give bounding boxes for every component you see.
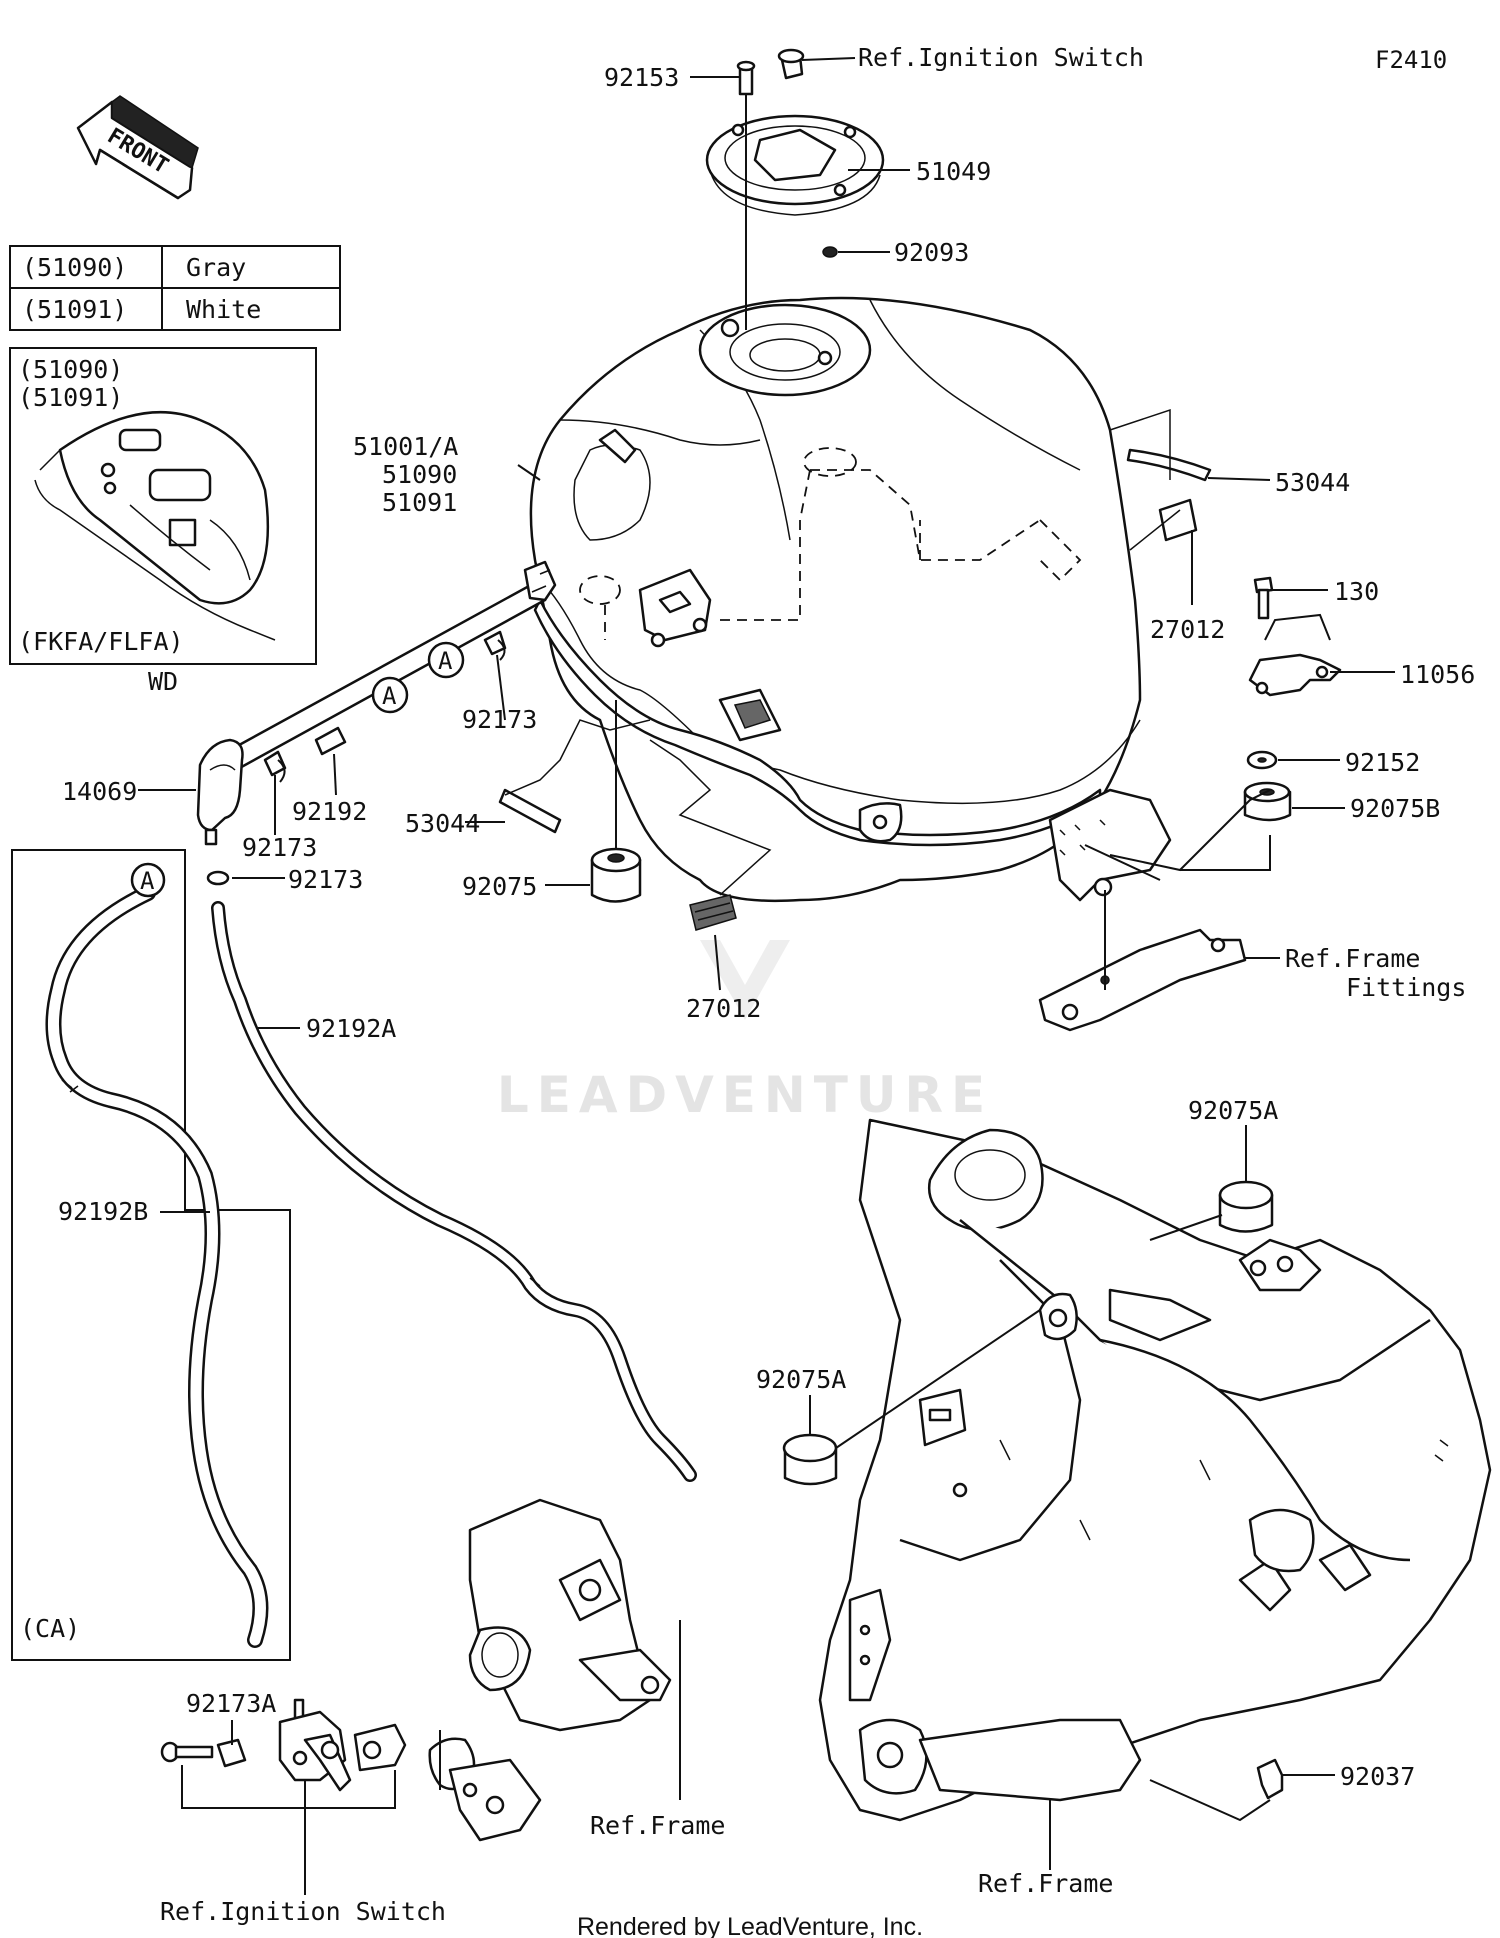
label-92153: 92153 <box>604 63 679 92</box>
callout-a-tank-letter: A <box>438 647 453 675</box>
label-92173-a: 92173 <box>462 705 537 734</box>
label-27012-right-part <box>1158 498 1198 542</box>
label-92037: 92037 <box>1340 1762 1415 1791</box>
valve-14069 <box>196 738 244 846</box>
label-ref-frame-fittings-1: Ref.Frame <box>1285 944 1420 973</box>
clamp-92173-a <box>483 630 507 661</box>
color-table-code-2: (51091) <box>22 295 127 324</box>
label-27012-right: 27012 <box>1150 615 1225 644</box>
watermark-text: LEADVENTURE <box>497 1066 993 1124</box>
label-51001a: 51001/A <box>353 432 458 461</box>
label-ref-frame-right: Ref.Frame <box>978 1869 1113 1898</box>
color-table-color-1: Gray <box>186 253 246 282</box>
leader-lines <box>138 57 1395 1895</box>
damper-92075a-top <box>1218 1180 1274 1233</box>
frame-head <box>428 1498 672 1842</box>
clamp-92173-b <box>263 750 287 783</box>
inset-wd: (51090) (51091) (FKFA/FLFA) WD <box>9 347 317 696</box>
label-92173-b: 92173 <box>242 833 317 862</box>
hose-92192a <box>211 901 697 1482</box>
label-92192b: 92192B <box>58 1197 148 1226</box>
hose-92192b <box>45 885 269 1648</box>
diagram-id: F2410 <box>1375 46 1447 74</box>
label-51091: 51091 <box>382 488 457 517</box>
strip-53044-right <box>1126 448 1212 482</box>
label-14069: 14069 <box>62 777 137 806</box>
label-51090: 51090 <box>382 460 457 489</box>
label-ref-frame-fittings-2: Fittings <box>1346 973 1466 1002</box>
bolt-130 <box>1253 576 1274 620</box>
callout-a-hose-letter: A <box>382 682 397 710</box>
bolt-ignition <box>160 1741 214 1763</box>
clamp-92173-c <box>206 870 230 886</box>
label-130: 130 <box>1334 577 1379 606</box>
damper-92075 <box>590 847 642 903</box>
frame-fittings <box>1038 928 1247 1032</box>
strip-53044-left <box>498 788 562 834</box>
label-92192a: 92192A <box>306 1014 396 1043</box>
callout-a-tank: A <box>427 641 465 679</box>
fuel-tank <box>529 296 1172 903</box>
color-table: (51090) Gray (51091) White <box>9 245 341 331</box>
label-92075: 92075 <box>462 872 537 901</box>
ignition-switch <box>278 1698 407 1792</box>
plug-ignition <box>777 48 805 80</box>
label-92192: 92192 <box>292 797 367 826</box>
inset-ca-variant: (CA) <box>20 1614 80 1643</box>
damper-92075b <box>1243 781 1292 822</box>
label-92173-c: 92173 <box>288 865 363 894</box>
callout-a-ca: A <box>130 862 166 898</box>
inset-wd-variant: (FKFA/FLFA) <box>18 627 184 656</box>
footer-credit: Rendered by LeadVenture, Inc. <box>577 1913 923 1938</box>
filler-cap <box>705 114 885 216</box>
label-92075b: 92075B <box>1350 794 1440 823</box>
label-ref-frame-left: Ref.Frame <box>590 1811 725 1840</box>
label-92152: 92152 <box>1345 748 1420 777</box>
color-table-code-1: (51090) <box>22 253 127 282</box>
pipe-assembly <box>228 560 557 772</box>
label-ref-ignition-top: Ref.Ignition Switch <box>858 43 1144 72</box>
callout-a-ca-letter: A <box>140 867 155 895</box>
label-ref-ignition-bottom: Ref.Ignition Switch <box>160 1897 446 1926</box>
inset-ca: (CA) A 92192B <box>11 849 291 1661</box>
hose-92192 <box>314 726 347 756</box>
nut-92037 <box>1256 1758 1284 1800</box>
inset-wd-caption: WD <box>148 667 178 696</box>
label-11056: 11056 <box>1400 660 1475 689</box>
label-27012-mid-part <box>689 894 737 931</box>
label-53044-left: 53044 <box>405 809 480 838</box>
label-27012-mid: 27012 <box>686 994 761 1023</box>
label-53044-right: 53044 <box>1275 468 1350 497</box>
inset-wd-code-2: (51091) <box>18 383 123 412</box>
label-92093: 92093 <box>894 238 969 267</box>
bracket-11056 <box>1248 653 1342 697</box>
color-table-color-2: White <box>186 295 261 324</box>
damper-92075a-left <box>782 1433 838 1486</box>
callout-a-hose: A <box>371 676 409 714</box>
main-frame <box>818 1118 1492 1822</box>
label-92075a-left: 92075A <box>756 1365 846 1394</box>
grommet-92093 <box>822 246 838 258</box>
washer-92152 <box>1246 750 1278 770</box>
label-51049: 51049 <box>916 157 991 186</box>
front-arrow-icon: FRONT <box>76 95 199 200</box>
label-92075a-top: 92075A <box>1188 1096 1278 1125</box>
inset-wd-code-1: (51090) <box>18 355 123 384</box>
tank-underside-inset <box>34 410 276 641</box>
bolt-92153 <box>736 60 756 96</box>
label-92173a: 92173A <box>186 1689 276 1718</box>
